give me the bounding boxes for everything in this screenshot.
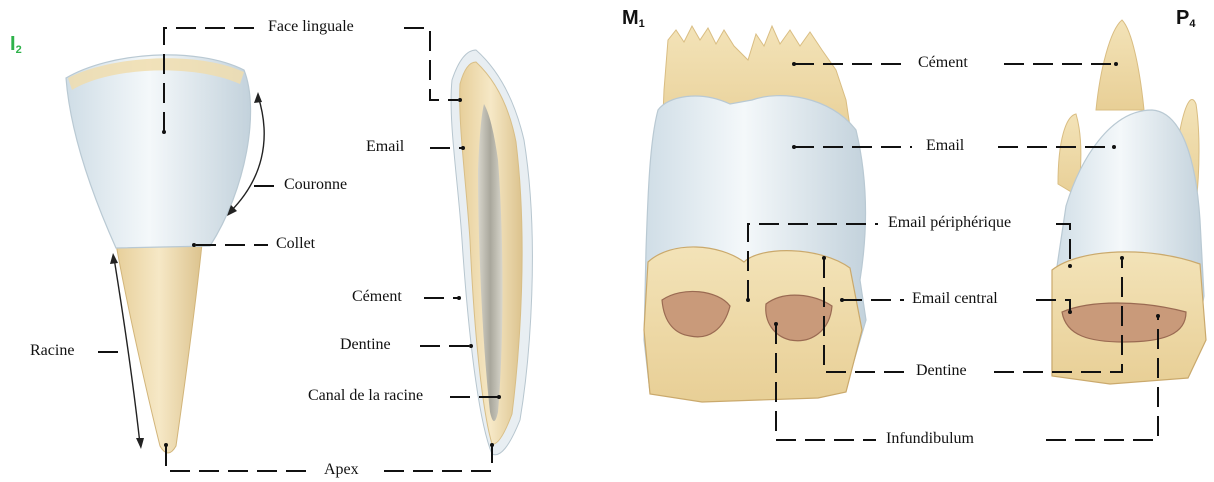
label-cement-left: Cément <box>352 289 402 305</box>
dot-infundibulum-a <box>774 322 778 326</box>
dot-cement-left <box>457 296 461 300</box>
label-email-right: Email <box>926 138 964 154</box>
dot-apex-left <box>164 443 168 447</box>
dot-email-left <box>461 146 465 150</box>
dot-face-linguale-right <box>458 98 462 102</box>
incisor-longitudinal-section <box>451 50 532 455</box>
dot-email-right-a <box>792 145 796 149</box>
label-dentine-left: Dentine <box>340 337 391 353</box>
leader-lines <box>98 28 1158 471</box>
label-couronne: Couronne <box>284 177 347 193</box>
dot-cement-right-b <box>1114 62 1118 66</box>
label-canal: Canal de la racine <box>308 388 423 404</box>
incisor-root <box>116 244 202 453</box>
dot-dentine-left <box>469 344 473 348</box>
dot-email-peripherique-a <box>746 298 750 302</box>
dot-dentine-right-a <box>822 256 826 260</box>
premolar-central-enamel <box>1062 303 1186 342</box>
label-dentine-right: Dentine <box>916 363 967 379</box>
label-email-central: Email central <box>912 291 998 307</box>
label-face-linguale: Face linguale <box>268 19 354 35</box>
tag-molar: M1 <box>622 8 645 28</box>
incisor-crown <box>66 55 251 248</box>
label-cement-right: Cément <box>918 55 968 71</box>
dot-email-right-b <box>1112 145 1116 149</box>
label-email-peripherique: Email périphérique <box>888 215 1011 231</box>
dot-apex-right <box>490 443 494 447</box>
premolar-p4 <box>1052 20 1206 384</box>
dot-face-linguale <box>162 130 166 134</box>
racine-arrow-head-top <box>110 253 118 264</box>
incisor-frontal-view <box>66 55 264 453</box>
label-apex: Apex <box>324 462 359 478</box>
label-infundibulum: Infundibulum <box>886 431 974 447</box>
racine-arrow-head-bottom <box>136 438 144 449</box>
dot-dentine-right-b <box>1120 256 1124 260</box>
dot-email-peripherique-b <box>1068 264 1072 268</box>
dot-canal <box>497 395 501 399</box>
label-collet: Collet <box>276 236 315 252</box>
couronne-arrow-head-top <box>254 92 262 103</box>
dot-infundibulum-b <box>1156 314 1160 318</box>
dot-email-central-b <box>1068 310 1072 314</box>
tag-incisor: I2 <box>10 34 22 54</box>
dot-collet <box>192 243 196 247</box>
label-racine: Racine <box>30 343 74 359</box>
tag-premolar: P4 <box>1176 8 1195 28</box>
label-email-left: Email <box>366 139 404 155</box>
molar-m1 <box>644 26 866 402</box>
dot-cement-right-a <box>792 62 796 66</box>
dot-email-central-a <box>840 298 844 302</box>
